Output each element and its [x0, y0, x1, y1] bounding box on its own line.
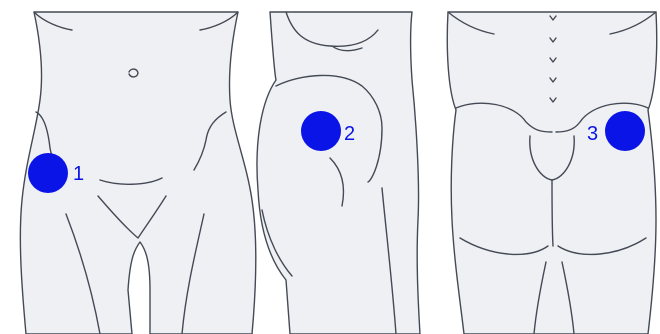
marker-label: 2 [344, 123, 355, 145]
side-view-panel [257, 12, 420, 334]
marker-label: 3 [587, 123, 598, 145]
side-torso-body [257, 12, 420, 334]
back-view-panel [447, 12, 656, 334]
marker-label: 1 [73, 163, 84, 185]
marker-dot [605, 111, 645, 151]
marker-dot [301, 111, 341, 151]
marker-dot [28, 153, 68, 193]
